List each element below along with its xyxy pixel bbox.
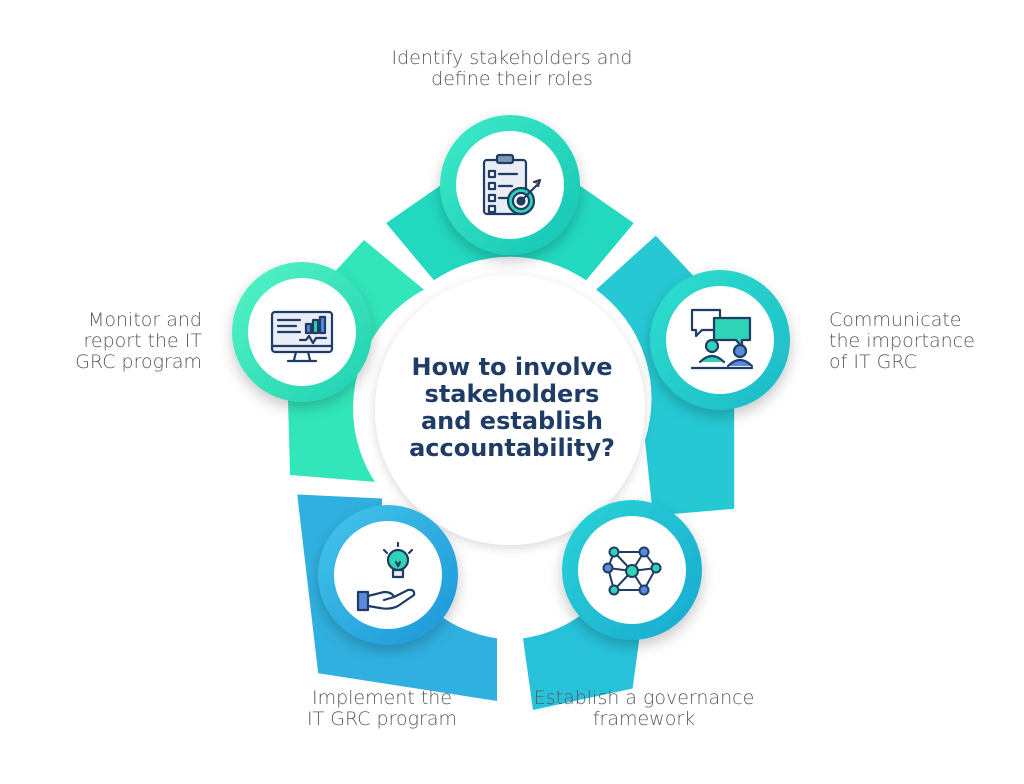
network-nodes-icon [602, 546, 662, 596]
label-line: Monitor and [87, 309, 202, 331]
center-title-line: How to involve [411, 353, 613, 381]
label-establish-framework: Establish a governance framework [494, 688, 794, 730]
label-implement-program: Implement the IT GRC program [262, 688, 502, 730]
center-title: How to involve stakeholders and establis… [392, 354, 632, 462]
label-line: the importance [829, 330, 975, 352]
label-identify-stakeholders: Identify stakeholders and define their r… [312, 48, 712, 90]
label-line: define their roles [431, 68, 593, 90]
node-establish [562, 500, 702, 640]
center-title-line: stakeholders [424, 380, 600, 408]
chat-people-icon [690, 308, 754, 370]
label-line: Identify stakeholders and [391, 47, 633, 69]
node-monitor [232, 262, 372, 402]
monitor-chart-icon [270, 310, 334, 363]
label-monitor-report: Monitor and report the IT GRC program [40, 310, 202, 373]
center-title-line: accountability? [409, 434, 615, 462]
label-line: IT GRC program [307, 708, 457, 730]
label-line: report the IT [83, 330, 203, 352]
node-identify [440, 115, 580, 255]
center-title-line: and establish [420, 407, 604, 435]
node-implement [318, 505, 458, 645]
center-circle [375, 275, 645, 545]
label-line: Establish a governance [533, 687, 755, 709]
label-communicate-importance: Communicate the importance of IT GRC [829, 310, 975, 373]
label-line: framework [592, 708, 696, 730]
label-line: GRC program [75, 351, 202, 373]
clipboard-target-icon [482, 153, 542, 216]
label-line: Communicate [829, 309, 962, 331]
node-communicate [650, 270, 790, 410]
label-line: of IT GRC [829, 351, 917, 373]
segment-establish [523, 498, 654, 710]
hand-lightbulb-icon [356, 541, 416, 612]
label-line: Implement the [311, 687, 453, 709]
